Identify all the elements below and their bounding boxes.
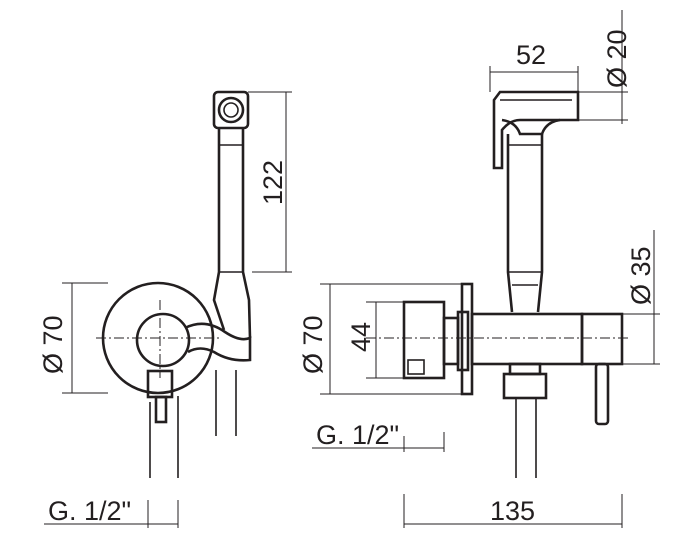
side-spray-head <box>212 90 250 130</box>
front-thread-label: G. 1/2" <box>316 420 399 450</box>
body-diameter-35-dimension: Ø 35 <box>622 230 660 365</box>
front-diameter-70-label: Ø 70 <box>298 315 328 374</box>
spray-diameter-20-label: Ø 20 <box>602 29 632 88</box>
side-diameter-70-label: Ø 70 <box>38 315 68 374</box>
side-valve <box>146 369 237 478</box>
side-view: Ø 70 122 G. 1/2" <box>38 90 292 528</box>
front-body <box>366 282 630 396</box>
overall-length-135-dimension: 135 <box>403 494 623 528</box>
side-handle-tube <box>212 128 252 339</box>
spray-length-52-label: 52 <box>516 40 546 70</box>
spray-diameter-20-dimension: Ø 20 <box>578 10 632 124</box>
front-height-44-label: 44 <box>346 322 376 352</box>
front-spray-head <box>492 90 580 170</box>
front-height-44-dimension: 44 <box>346 301 404 379</box>
overall-length-135-label: 135 <box>490 496 535 526</box>
front-lever <box>594 362 610 426</box>
front-view: Ø 70 44 G. 1/2" 135 52 <box>298 10 660 528</box>
front-handle-tube <box>506 134 544 313</box>
side-height-122-label: 122 <box>258 160 288 205</box>
side-height-122-dimension: 122 <box>248 91 292 273</box>
side-escutcheon <box>96 281 252 395</box>
side-thread-label: G. 1/2" <box>48 496 131 526</box>
spray-length-52-dimension: 52 <box>489 40 579 92</box>
body-diameter-35-label: Ø 35 <box>626 246 656 305</box>
front-thread-dimension: G. 1/2" <box>312 420 445 452</box>
side-diameter-70-dimension: Ø 70 <box>38 282 108 394</box>
front-hose-connector <box>502 362 548 478</box>
front-diameter-70-dimension: Ø 70 <box>298 283 462 395</box>
side-thread-dimension: G. 1/2" <box>44 496 179 528</box>
